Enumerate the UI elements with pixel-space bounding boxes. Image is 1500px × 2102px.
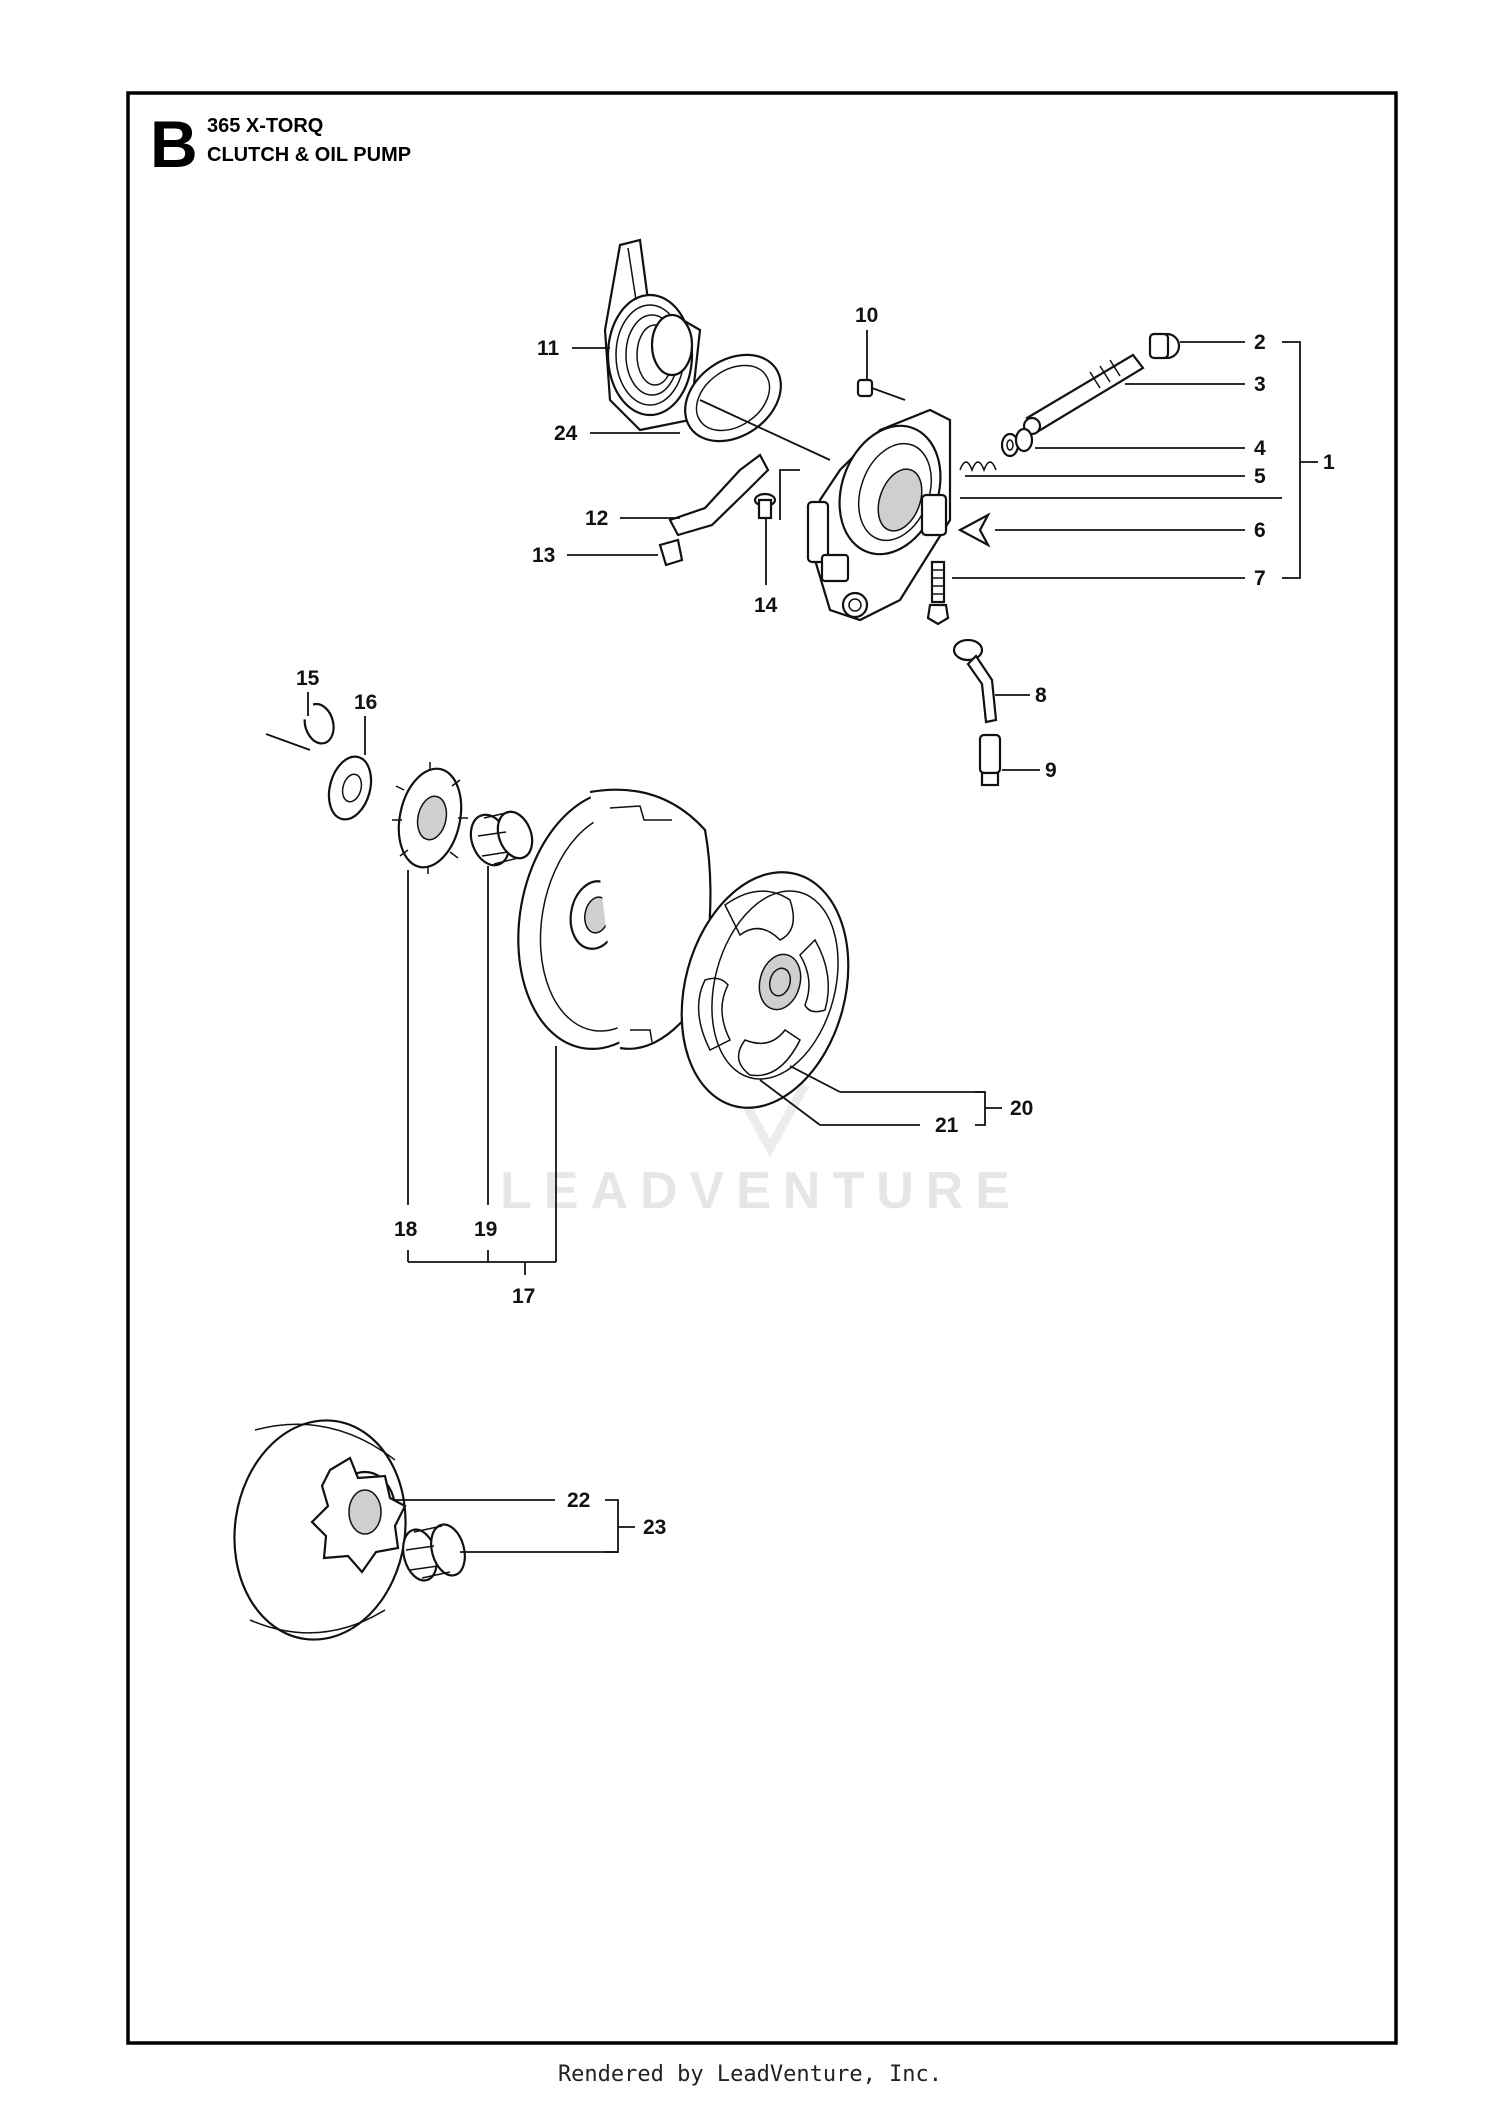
callout-20: 20 bbox=[1010, 1097, 1033, 1120]
part-10-screw bbox=[856, 378, 906, 401]
part-4-5-spring-washers bbox=[959, 427, 1034, 473]
part-19-needle-bearing bbox=[469, 810, 534, 867]
oil-pump-body bbox=[806, 408, 952, 622]
callout-21: 21 bbox=[935, 1114, 959, 1137]
assembly-name: CLUTCH & OIL PUMP bbox=[207, 144, 411, 166]
callout-7: 7 bbox=[1254, 567, 1266, 590]
spur-sprocket-drum bbox=[233, 1419, 407, 1641]
callout-1: 1 bbox=[1323, 451, 1335, 474]
part-8-suction-pipe bbox=[952, 638, 998, 724]
part-18-rim-sprocket bbox=[392, 762, 468, 874]
part-11-worm-gear bbox=[603, 238, 702, 432]
diagram-frame bbox=[126, 91, 1398, 2045]
part-6-bracket bbox=[957, 512, 991, 548]
callout-4: 4 bbox=[1254, 437, 1266, 460]
part-24-washer bbox=[684, 353, 782, 443]
part-3-plunger bbox=[1022, 353, 1145, 436]
callout-9: 9 bbox=[1045, 759, 1057, 782]
callout-16: 16 bbox=[354, 691, 377, 714]
callout-24: 24 bbox=[554, 422, 578, 445]
part-22-needle-bearing bbox=[402, 1523, 466, 1582]
clutch-drum bbox=[517, 788, 712, 1050]
callout-6: 6 bbox=[1254, 519, 1266, 542]
callout-22: 22 bbox=[567, 1489, 590, 1512]
callout-17: 17 bbox=[512, 1285, 535, 1308]
callout-13: 13 bbox=[532, 544, 555, 567]
part-15-circlip bbox=[265, 703, 335, 751]
part-7-adjusting-screw bbox=[926, 560, 950, 626]
part-12-oil-pipe bbox=[668, 453, 770, 537]
callout-5: 5 bbox=[1254, 465, 1266, 488]
callout-19: 19 bbox=[474, 1218, 497, 1241]
callout-8: 8 bbox=[1035, 684, 1047, 707]
callout-18: 18 bbox=[394, 1218, 418, 1241]
callout-15: 15 bbox=[296, 667, 320, 690]
callout-10: 10 bbox=[855, 304, 878, 327]
part-14-plug bbox=[753, 492, 777, 520]
callout-2: 2 bbox=[1254, 331, 1266, 354]
part-20-clutch-assembly bbox=[680, 871, 850, 1109]
callout-14: 14 bbox=[754, 594, 778, 617]
section-letter: B bbox=[150, 107, 198, 181]
part-9-oil-filter bbox=[978, 733, 1002, 787]
footer-credit: Rendered by LeadVenture, Inc. bbox=[557, 2062, 943, 2087]
model-name: 365 X-TORQ bbox=[207, 115, 323, 137]
part-2-cap bbox=[1148, 332, 1181, 360]
callout-12: 12 bbox=[585, 507, 608, 530]
callout-3: 3 bbox=[1254, 373, 1266, 396]
part-13-clip bbox=[658, 538, 684, 567]
callout-23: 23 bbox=[643, 1516, 666, 1539]
callout-11: 11 bbox=[537, 337, 560, 360]
part-16-washer bbox=[327, 755, 373, 821]
watermark-text: LEADVENTURE bbox=[500, 1162, 1022, 1220]
